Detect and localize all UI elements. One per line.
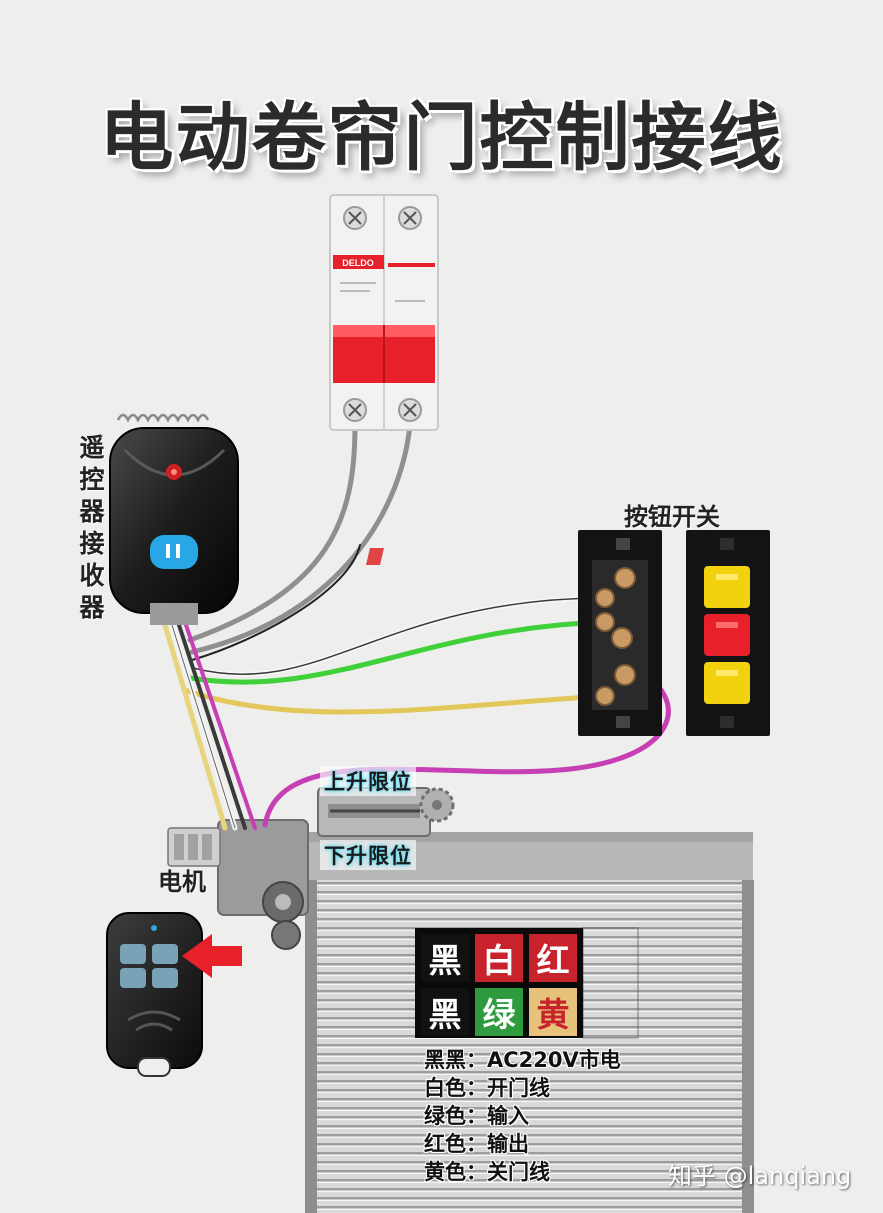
remote-receiver (109, 413, 239, 625)
push-button-switch (686, 530, 770, 736)
receiver-button (150, 535, 198, 569)
switch-terminal-block (578, 530, 662, 736)
limit-switch (317, 787, 455, 837)
receiver-label-char: 收 (79, 561, 105, 590)
handheld-remote (106, 912, 242, 1077)
watermark: 知乎 @lanqiang (668, 1162, 852, 1190)
page-title: 电动卷帘门控制接线 (99, 95, 784, 181)
wire-note: 黑黑：AC220V市电 (424, 1048, 621, 1072)
receiver-label-char: 接 (79, 529, 105, 558)
limit-up-label: 上升限位 (320, 766, 416, 796)
wire-black-1 (187, 422, 358, 643)
switch-label: 按钮开关 (624, 503, 720, 531)
wire-note: 绿色：输入 (424, 1104, 529, 1128)
receiver-label-char: 遥 (79, 433, 105, 462)
antenna-spring-icon (116, 413, 210, 423)
wire-black-2 (189, 422, 413, 655)
wire-magenta (262, 669, 671, 828)
legend-cell: 黑 (421, 988, 469, 1036)
shutter-right-rail (742, 880, 754, 1213)
legend-cell: 绿 (475, 988, 523, 1036)
wire-note: 黄色：关门线 (424, 1160, 550, 1184)
legend-cell: 红 (529, 934, 577, 982)
motor (167, 819, 309, 950)
legend-cell: 白 (475, 934, 523, 982)
wire-green (187, 619, 608, 685)
remote-arrow-icon (182, 934, 242, 978)
receiver-label-char: 器 (79, 497, 105, 526)
circuit-breaker (329, 194, 439, 431)
wire-color-legend: 黑 白 红 黑 绿 黄 (415, 928, 583, 1038)
wire-yellow (182, 687, 608, 715)
wires (162, 422, 671, 831)
wire-white (192, 597, 601, 676)
legend-cell: 黑 (421, 934, 469, 982)
breaker-brand: DELDO (342, 258, 374, 268)
motor-label: 电机 (158, 868, 206, 896)
limit-down-label: 下升限位 (320, 840, 416, 870)
wire-notes: 黑黑：AC220V市电 白色：开门线 绿色：输入 红色：输出 黄色：关门线 (424, 1046, 684, 1186)
switch-button-down (704, 662, 750, 704)
shutter-left-rail (305, 880, 317, 1213)
receiver-label-char: 器 (79, 593, 105, 622)
switch-button-up (704, 566, 750, 608)
legend-cell: 黄 (529, 988, 577, 1036)
switch-button-stop (704, 614, 750, 656)
wire-note: 白色：开门线 (424, 1076, 550, 1100)
wire-note: 红色：输出 (424, 1132, 529, 1156)
wire-red-terminal (366, 548, 384, 565)
receiver-label-char: 控 (79, 465, 105, 494)
receiver-label: 遥 控 器 接 收 器 (74, 432, 110, 624)
